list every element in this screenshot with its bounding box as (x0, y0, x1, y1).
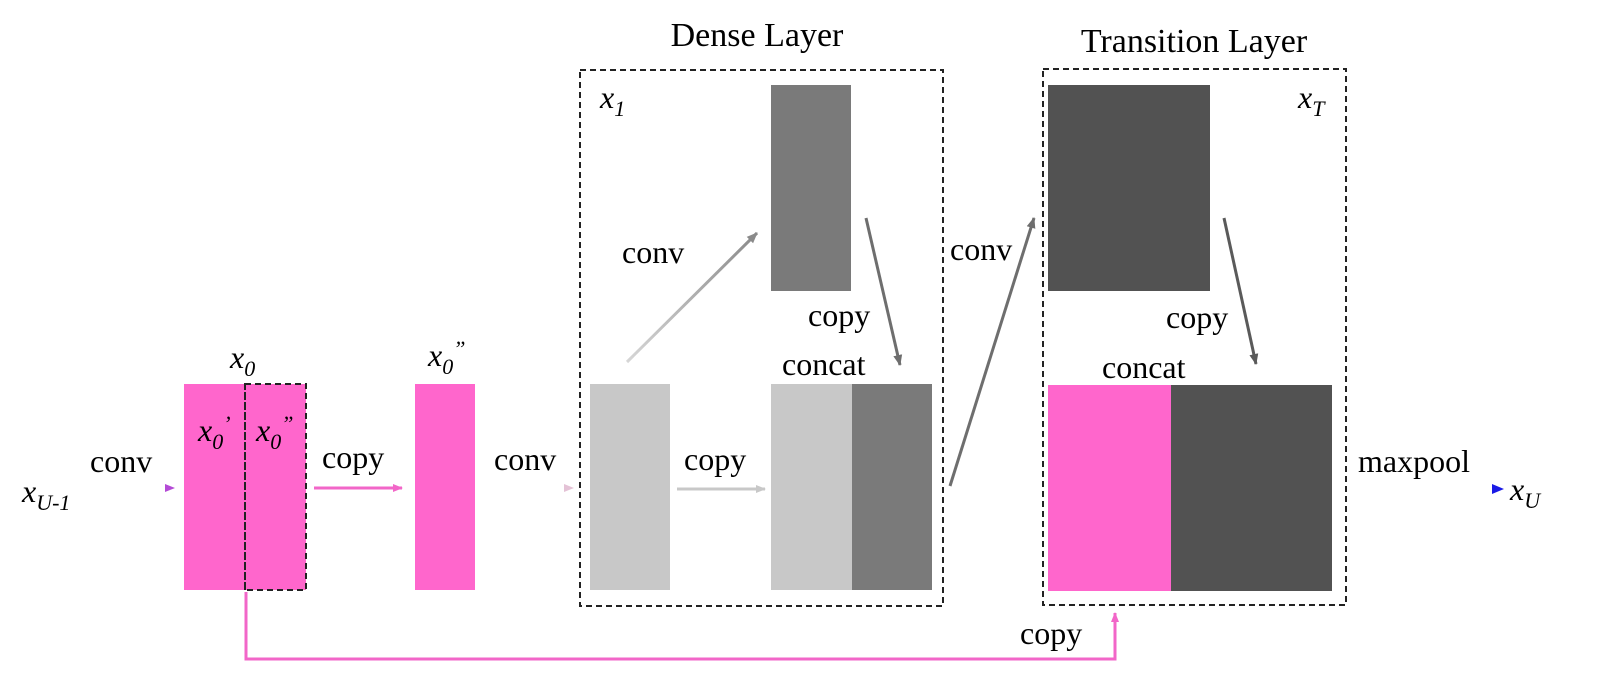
transition-concat-dark-block (1171, 385, 1332, 591)
concat-transition-label: concat (1102, 349, 1186, 385)
x0pp-top-label: x0” (427, 336, 465, 379)
copy-dense-up-label: copy (808, 297, 870, 333)
dense-layer-title: Dense Layer (671, 17, 844, 54)
conv-dense-up-arrow (625, 231, 759, 364)
dense-layer-box (579, 69, 944, 607)
conv-transition-arrow (948, 217, 1036, 487)
transition-layer-title: Transition Layer (1081, 23, 1308, 60)
x0-label: x0 (229, 339, 255, 381)
conv-transition-label: conv (950, 231, 1012, 267)
conv-input-label: conv (90, 443, 152, 479)
maxpool-label: maxpool (1358, 443, 1470, 479)
copy-1-label: copy (322, 439, 384, 475)
x0-prime-label: x0’ (197, 411, 231, 454)
x0-double-prime-label: x0” (255, 411, 293, 454)
dense-input-block (590, 384, 670, 590)
dense-concat-mid-block (852, 384, 932, 590)
copy-transition-label: copy (1166, 299, 1228, 335)
transition-layer-box (1042, 68, 1347, 606)
copy-dense-low-label: copy (684, 441, 746, 477)
copy-transition-arrow (1222, 217, 1259, 365)
copy-dense-up-arrow (864, 217, 903, 366)
conv-dense-up-label: conv (622, 234, 684, 270)
transition-concat-pink-block (1048, 385, 1171, 591)
x1-label: x1 (599, 79, 625, 121)
xT-label: xT (1297, 79, 1326, 121)
concat-dense-label: concat (782, 346, 866, 382)
x0pp-dashed-outline (244, 383, 307, 591)
skip-copy-arrow (244, 592, 1119, 661)
dense-conv-output-block (771, 85, 851, 291)
copy-skip-label: copy (1020, 615, 1082, 651)
x0pp-block (415, 384, 475, 590)
output-variable: xU (1509, 471, 1542, 513)
transition-conv-output-block (1048, 85, 1210, 291)
input-variable: xU-1 (21, 473, 70, 515)
conv-2-label: conv (494, 441, 556, 477)
dense-concat-light-block (771, 384, 852, 590)
